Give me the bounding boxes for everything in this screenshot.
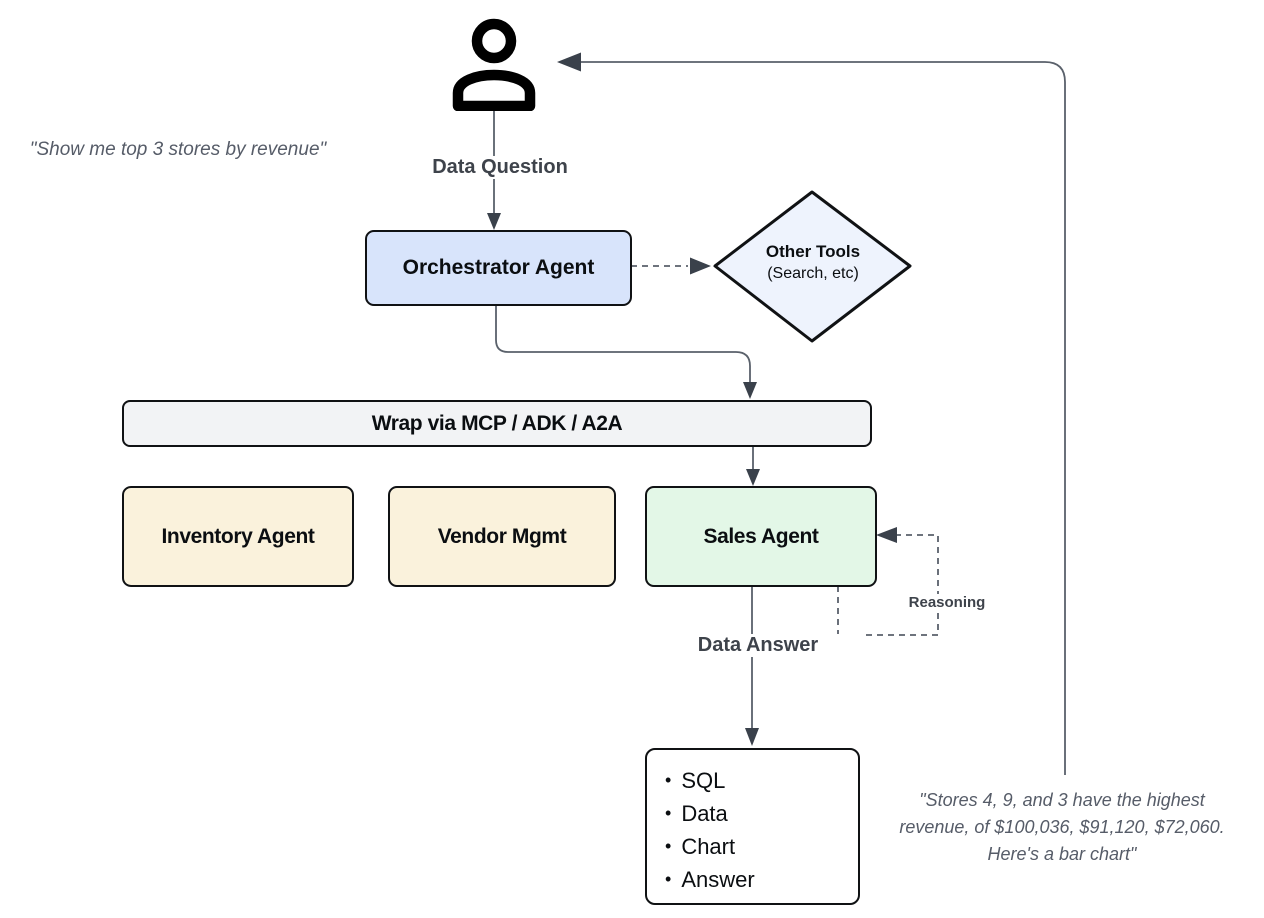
feedback-arrowhead-icon xyxy=(557,52,581,72)
wrap-arrowhead-icon xyxy=(743,382,757,399)
answer-quote: "Stores 4, 9, and 3 have the highest rev… xyxy=(862,787,1262,868)
data-question-label: Data Question xyxy=(396,156,604,179)
orchestrator-to-wrap-line xyxy=(495,303,751,388)
reasoning-loop-dashed-line xyxy=(837,534,939,636)
vendor-mgmt-node: Vendor Mgmt xyxy=(388,486,616,587)
user-quote: "Show me top 3 stores by revenue" xyxy=(29,139,327,160)
user-icon xyxy=(452,18,536,111)
reasoning-arrowhead-icon xyxy=(876,527,897,543)
question-arrowhead-icon xyxy=(487,213,501,230)
answer-quote-line: "Stores 4, 9, and 3 have the highest xyxy=(919,790,1205,810)
tools-arrowhead-icon xyxy=(690,257,711,275)
other-tools-title: Other Tools xyxy=(765,242,861,261)
other-tools-node-label: Other Tools (Search, etc) xyxy=(737,241,889,285)
inventory-agent-node: Inventory Agent xyxy=(122,486,354,587)
answer-quote-line: Here's a bar chart" xyxy=(987,844,1137,864)
other-tools-subtitle: (Search, etc) xyxy=(767,265,859,282)
output-item: • Answer xyxy=(665,863,858,896)
bullet-icon: • xyxy=(665,869,672,889)
bullet-icon: • xyxy=(665,770,672,790)
output-node: • SQL • Data • Chart • Answer xyxy=(645,748,860,905)
answer-quote-line: revenue, of $100,036, $91,120, $72,060. xyxy=(899,817,1225,837)
output-item-label: Chart xyxy=(681,834,736,859)
output-item-label: Data xyxy=(681,801,728,826)
output-item-label: SQL xyxy=(681,768,726,793)
output-item: • Chart xyxy=(665,830,858,863)
orchestrator-agent-node: Orchestrator Agent xyxy=(365,230,632,306)
sales-agent-node: Sales Agent xyxy=(645,486,877,587)
bullet-icon: • xyxy=(665,803,672,823)
feedback-arrow-line xyxy=(580,61,1066,775)
wrap-bar-node: Wrap via MCP / ADK / A2A xyxy=(122,400,872,447)
output-arrowhead-icon xyxy=(745,728,759,746)
other-tools-diamond xyxy=(713,190,912,343)
output-item-label: Answer xyxy=(681,867,755,892)
bullet-icon: • xyxy=(665,836,672,856)
output-item: • SQL xyxy=(665,764,858,797)
sales-arrowhead-icon xyxy=(746,469,760,486)
output-item: • Data xyxy=(665,797,858,830)
data-answer-label: Data Answer xyxy=(654,634,862,657)
reasoning-label: Reasoning xyxy=(887,594,1007,611)
